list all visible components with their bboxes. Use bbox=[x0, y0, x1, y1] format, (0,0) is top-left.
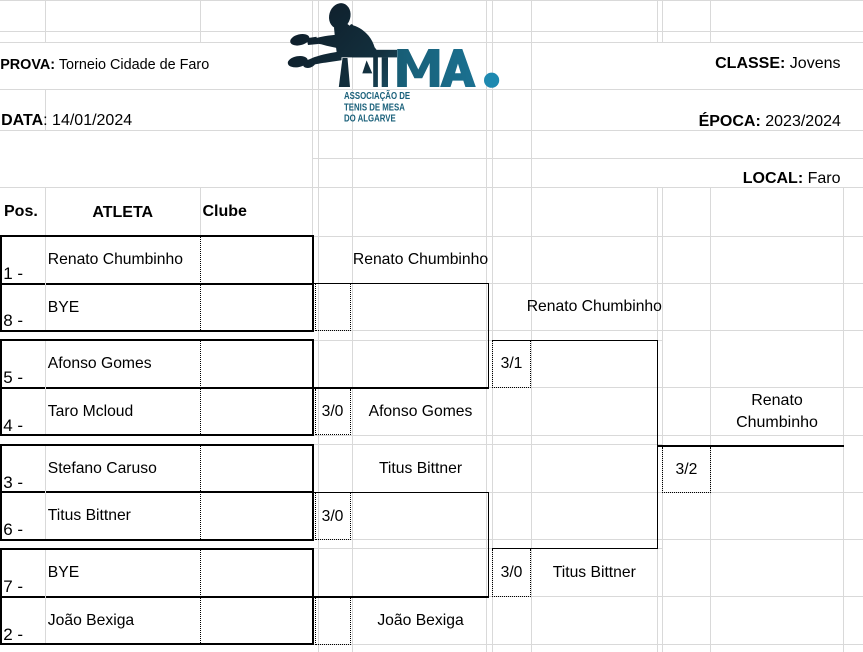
svg-text:DO ALGARVE: DO ALGARVE bbox=[344, 113, 396, 124]
svg-text:ASSOCIAÇÃO DE: ASSOCIAÇÃO DE bbox=[344, 90, 410, 101]
svg-text:TENIS DE MESA: TENIS DE MESA bbox=[344, 102, 405, 113]
